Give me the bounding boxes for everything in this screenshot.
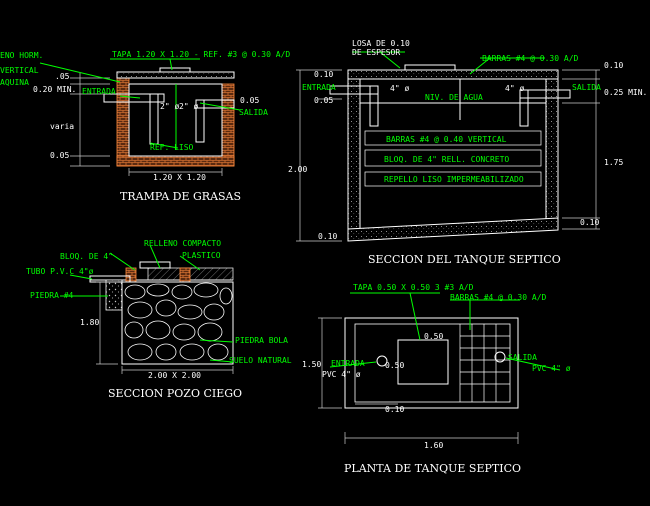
tanque-title: SECCION DEL TANQUE SEPTICO	[368, 253, 561, 266]
pozo-plastico-label: PLASTICO	[182, 251, 221, 260]
tanque-septico-section: LOSA DE 0.10 DE ESPESOR BARRAS #4 @ 0.30…	[288, 39, 647, 266]
pozo-bloq-right	[179, 267, 191, 283]
planta-dim-010: 0.10	[385, 405, 404, 414]
tanque-barras-vertical-label: BARRAS #4 @ 0.40 VERTICAL	[386, 135, 507, 144]
tanque-losa-label-2: DE ESPESOR	[352, 48, 400, 57]
trampa-dim-005-right: 0.05	[240, 96, 259, 105]
planta-dim-050-side: 0.50	[385, 361, 404, 370]
tanque-bloq-label: BLOQ. DE 4" RELL. CONCRETO	[384, 155, 509, 164]
tanque-losa	[347, 69, 559, 80]
planta-barras-grid	[459, 324, 510, 402]
planta-tanque-section: TAPA 0.50 X 0.50 3 #3 A/D BARRAS #4 @ 0.…	[302, 283, 571, 475]
tanque-outlet-drop	[519, 89, 529, 127]
planta-pvc-out-label: PVC 4" ø	[532, 364, 571, 373]
trampa-dim-020: 0.20 MIN.	[33, 85, 76, 94]
planta-entrada-pipe	[376, 355, 388, 367]
trampa-tubo-label-1: 2" ø	[160, 102, 179, 111]
planta-title: PLANTA DE TANQUE SEPTICO	[344, 462, 521, 475]
tanque-salida-label: SALIDA	[572, 83, 601, 92]
trampa-right-wall	[221, 83, 235, 167]
trampa-dim-05: .05	[55, 72, 70, 81]
pozo-relleno-label: RELLENO COMPACTO	[144, 239, 221, 248]
pozo-piedra-bola-label: PIEDRA BOLA	[235, 336, 288, 345]
trampa-tapa-label: TAPA 1.20 X 1.20 - REF. #3 @ 0.30 A/D	[112, 50, 290, 59]
pozo-dim-180: 1.80	[80, 318, 99, 327]
tanque-bottom-slab	[347, 217, 559, 242]
trampa-outlet-drop	[195, 99, 205, 143]
planta-barras-label: BARRAS #4 @ 0.30 A/D	[450, 293, 547, 302]
tanque-losa-label-1: LOSA DE 0.10	[352, 39, 410, 48]
tanque-left-wall	[347, 78, 361, 230]
pozo-piedra-4	[105, 279, 123, 311]
tanque-entrada-label: ENTRADA	[302, 83, 336, 92]
planta-salida-label: SALIDA	[508, 353, 537, 362]
pozo-suelo-label: SUELO NATURAL	[229, 356, 292, 365]
planta-tapa	[397, 339, 449, 385]
tanque-repello-label: REPELLO LISO IMPERMEABILIZADO	[384, 175, 524, 184]
tanque-dim-010-floor: 0.10	[580, 218, 599, 227]
planta-entrada-label: ENTRADA	[331, 359, 365, 368]
pozo-lid	[139, 261, 171, 269]
trampa-relleno-label-1: ENO HORM.	[0, 51, 43, 60]
tanque-dim-025: 0.25 MIN.	[604, 88, 647, 97]
trampa-lid-handle	[159, 67, 191, 73]
trampa-title: TRAMPA DE GRASAS	[120, 190, 241, 203]
tanque-dim-010-right: 0.10	[604, 61, 623, 70]
trampa-tubo-label-2: 2" ø	[179, 102, 198, 111]
tanque-dim-010-bottom: 0.10	[318, 232, 337, 241]
tanque-tubo-out-label: 4" ø	[505, 84, 524, 93]
pozo-relleno-compacto	[147, 267, 234, 281]
tanque-niv-agua-label: NIV. DE AGUA	[425, 93, 483, 102]
trampa-de-grasas-section: TAPA 1.20 X 1.20 - REF. #3 @ 0.30 A/D EN…	[0, 50, 290, 203]
tanque-dim-010-top: 0.10	[314, 70, 333, 79]
pozo-piedra-bola	[121, 281, 234, 365]
tanque-dim-200: 2.00	[288, 165, 307, 174]
trampa-relleno-label-3: AQUINA	[0, 78, 29, 87]
trampa-ref-liso-label: REF. LISO	[150, 143, 194, 152]
trampa-dim-005-bottom: 0.05	[50, 151, 69, 160]
planta-dim-150: 1.50	[302, 360, 321, 369]
tanque-dim-005: 0.05	[314, 96, 333, 105]
trampa-left-wall	[116, 77, 130, 167]
tanque-inlet-drop	[369, 85, 379, 127]
trampa-relleno-label-2: VERTICAL	[0, 66, 39, 75]
planta-salida-pipe	[494, 351, 506, 363]
tanque-tubo-in-label: 4" ø	[390, 84, 409, 93]
trampa-entrada-label: ENTRADA	[82, 87, 116, 96]
planta-outer	[344, 317, 519, 409]
tanque-losa-tapa	[404, 64, 456, 71]
trampa-inlet-pipe	[103, 93, 165, 103]
planta-tapa-label: TAPA 0.50 X 0.50 3 #3 A/D	[353, 283, 474, 292]
trampa-dim-varia: varia	[50, 122, 74, 131]
pozo-piedra4-label: PIEDRA #4	[30, 291, 74, 300]
planta-inner	[354, 323, 511, 403]
tanque-barras-top-label: BARRAS #4 @ 0.30 A/D	[482, 54, 579, 63]
planta-dim-050-top: 0.50	[424, 332, 443, 341]
planta-pvc-in-label: PVC 4" ø	[322, 370, 361, 379]
tanque-dim-175: 1.75	[604, 158, 623, 167]
pozo-title: SECCION POZO CIEGO	[108, 387, 242, 400]
trampa-lid	[116, 71, 235, 79]
pozo-dim: 2.00 X 2.00	[148, 371, 201, 380]
trampa-bottom-slab	[116, 155, 235, 167]
tanque-right-wall	[545, 78, 559, 230]
trampa-salida-label: SALIDA	[239, 108, 268, 117]
pozo-bloq-label: BLOQ. DE 4"	[60, 252, 113, 261]
pozo-ciego-section: RELLENO COMPACTO BLOQ. DE 4" PLASTICO TU…	[26, 239, 292, 400]
trampa-ancho-dim: 1.20 X 1.20	[153, 173, 206, 182]
pozo-tubo-label: TUBO P.V.C 4"ø	[26, 267, 94, 276]
planta-dim-160: 1.60	[424, 441, 443, 450]
